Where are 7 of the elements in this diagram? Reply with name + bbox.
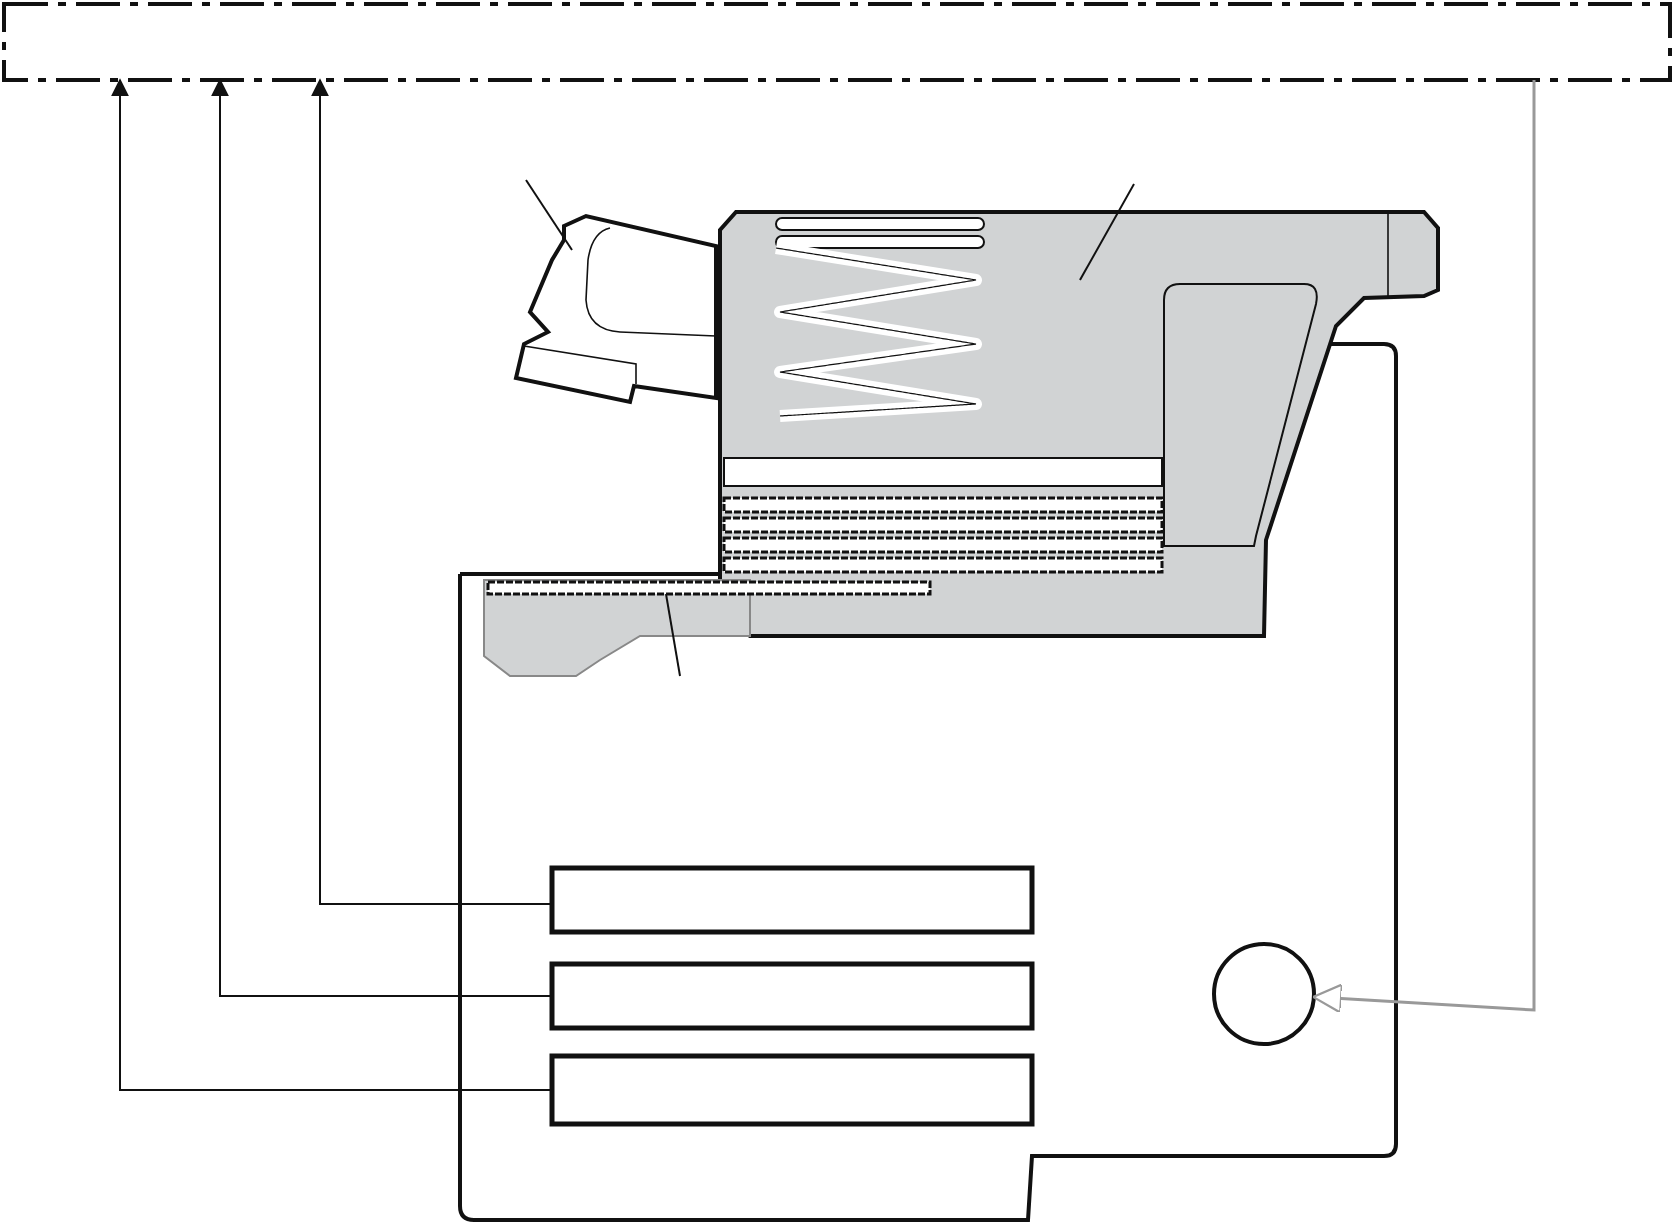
arrow <box>111 78 551 1091</box>
leader-line <box>525 179 573 251</box>
arrow <box>311 78 551 905</box>
leader-line <box>1079 183 1135 281</box>
leader-line <box>665 593 681 677</box>
arrow <box>1312 80 1536 1014</box>
arrow <box>211 78 551 997</box>
